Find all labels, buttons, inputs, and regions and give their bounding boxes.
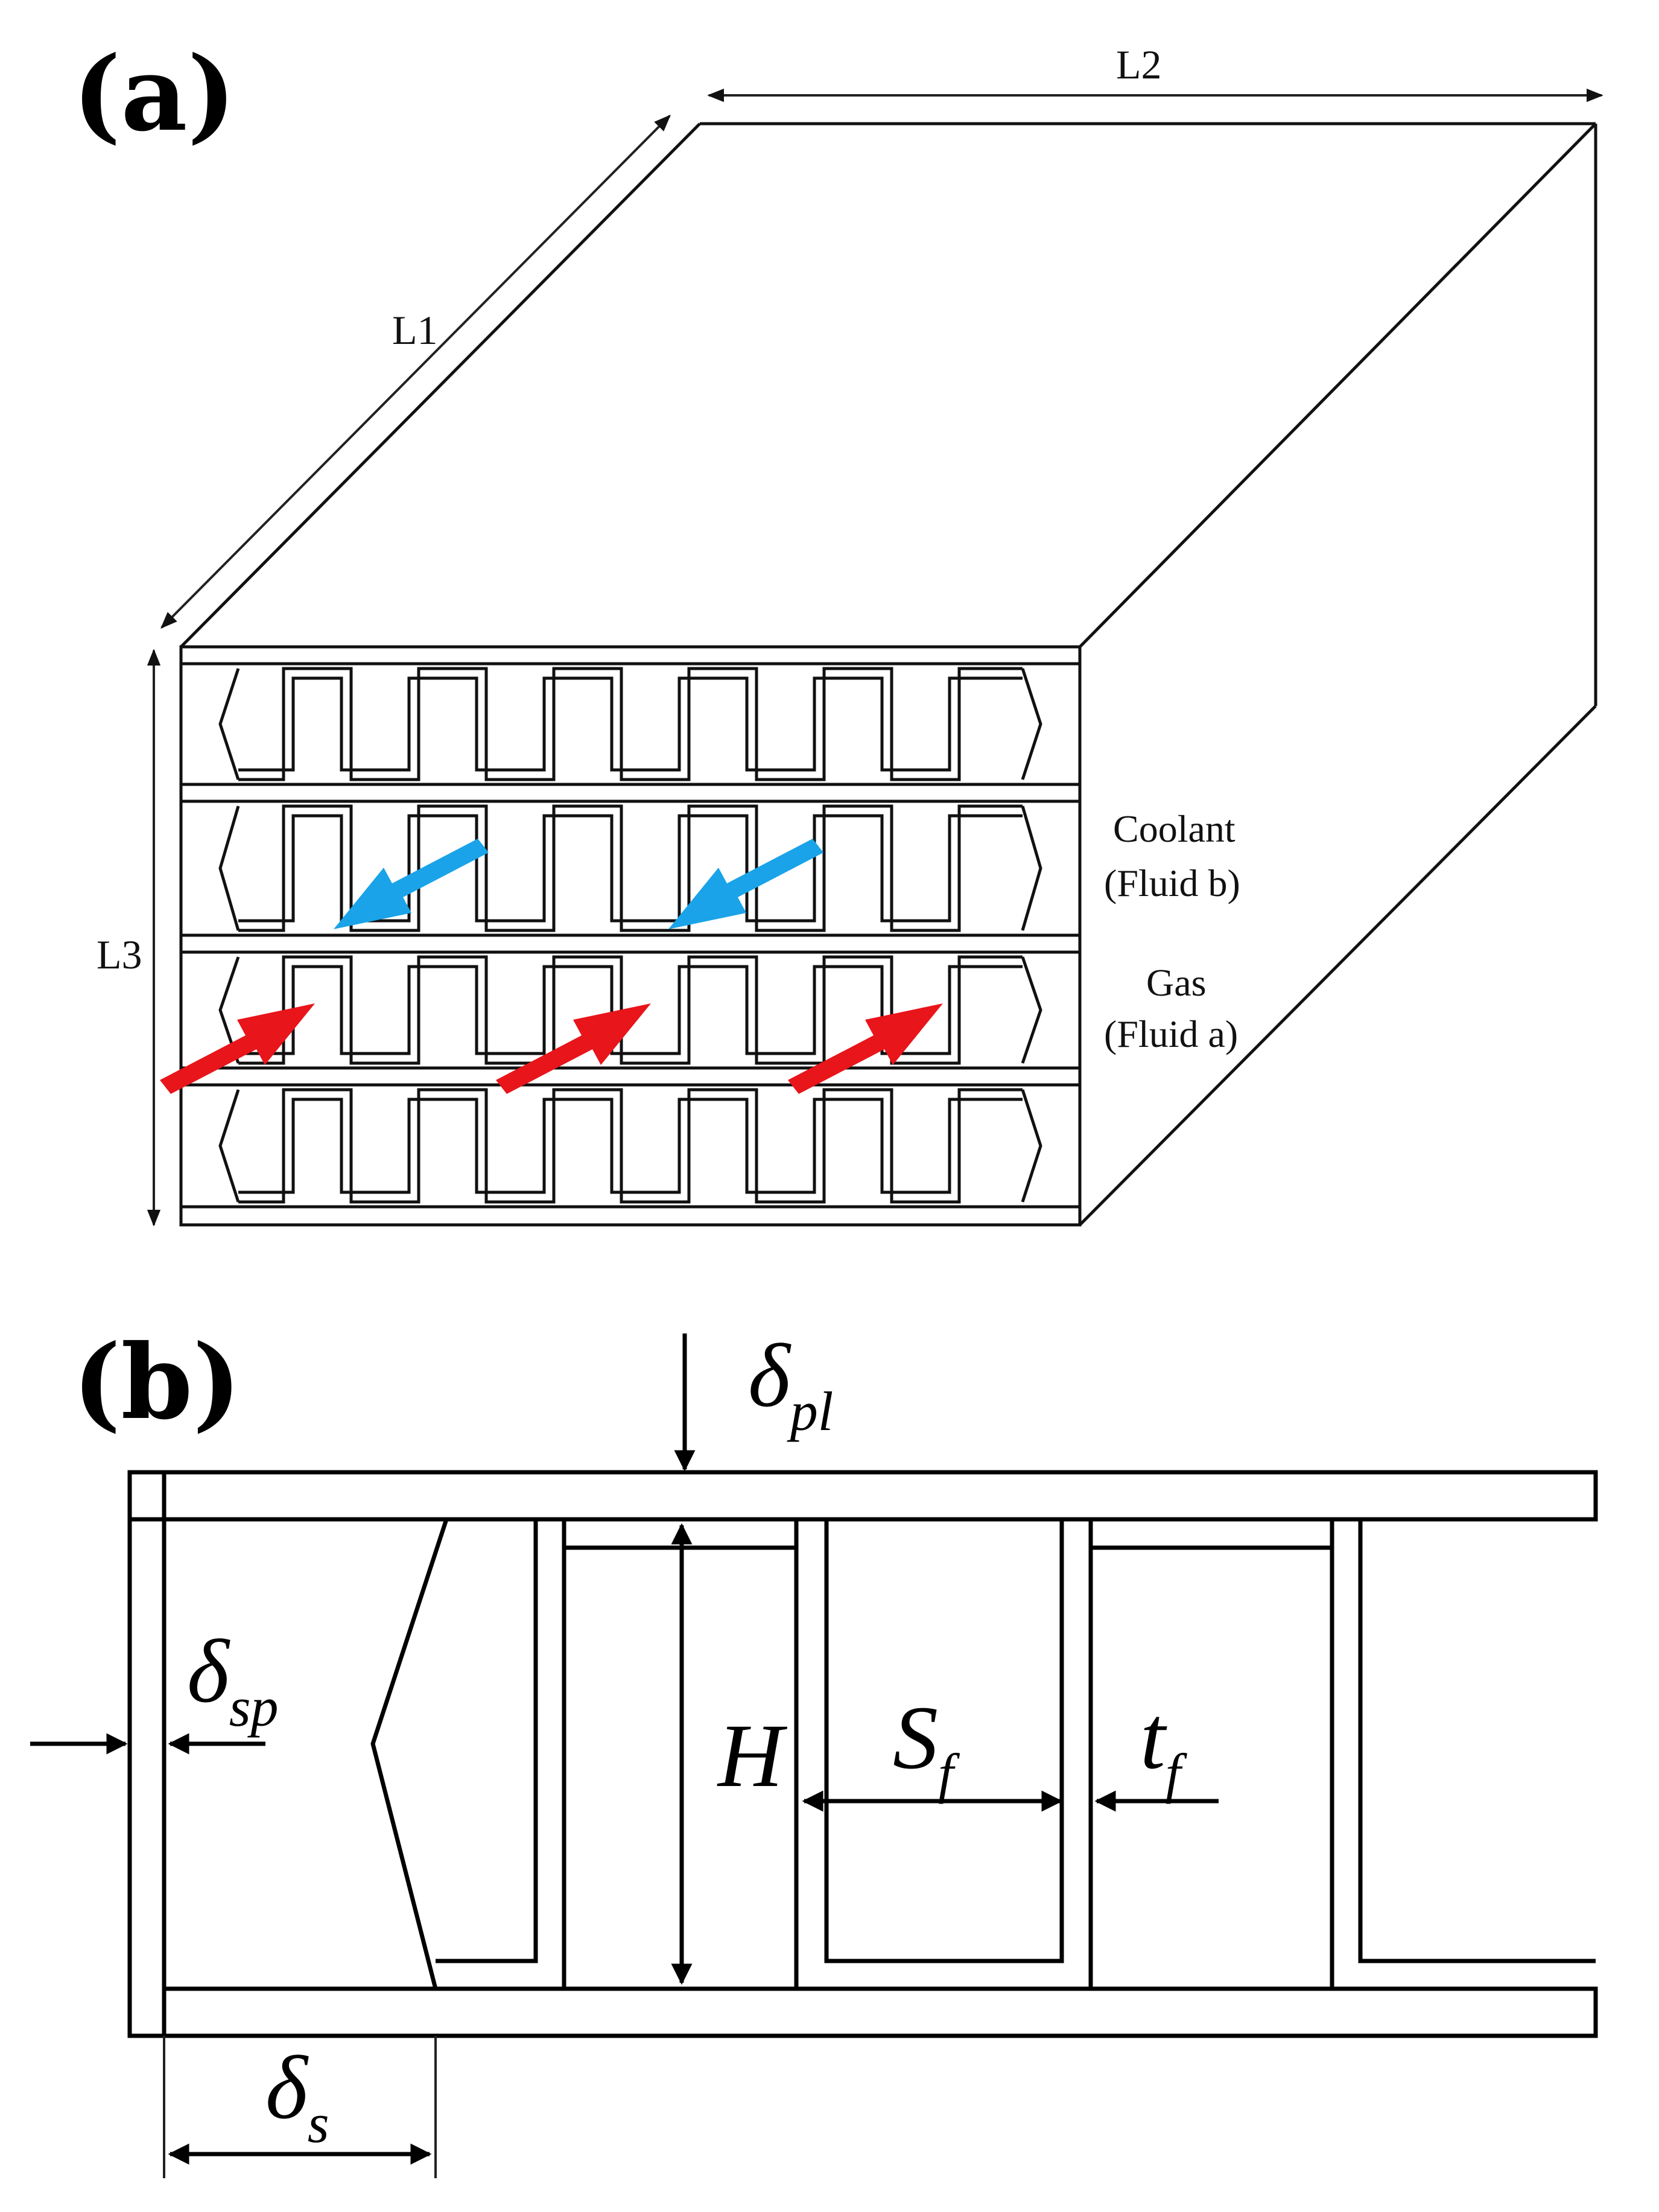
coolant-sublabel: (Fluid b) <box>1104 862 1240 904</box>
gas-sublabel: (Fluid a) <box>1104 1012 1238 1055</box>
coolant-label: Coolant <box>1113 807 1236 850</box>
gas-arrow <box>788 1003 943 1094</box>
plate <box>179 783 1082 803</box>
gas-arrow <box>496 1003 651 1094</box>
plate <box>179 933 1082 954</box>
side-plate <box>127 1470 167 2038</box>
coolant-arrow <box>668 839 823 929</box>
channel-cross-section <box>127 1470 1598 2038</box>
fin-height-label: H <box>717 1706 788 1806</box>
side-bar-chevron <box>218 1089 240 1203</box>
panel-a-label: (a) <box>72 34 236 154</box>
plate <box>179 645 1082 666</box>
fin-corrugation <box>238 667 1023 781</box>
fin-strip <box>1330 1517 1596 1989</box>
coolant-arrow <box>334 839 489 929</box>
side-bar-label: δs <box>265 2038 329 2154</box>
dimension-arrows <box>147 88 1603 1227</box>
side-bar-profile <box>370 1518 449 1989</box>
side-bar-chevron <box>1021 956 1042 1064</box>
l3-label: L3 <box>97 932 142 977</box>
cross-section-dimensions <box>30 1333 1219 2178</box>
l1-arrow <box>160 115 671 629</box>
fin-strip <box>1088 1545 1334 1989</box>
plate <box>179 1066 1082 1087</box>
top-left-edge <box>180 122 701 648</box>
side-bar-chevron <box>1021 668 1042 780</box>
fin-corrugation <box>238 1098 1023 1194</box>
top-right-edge <box>1079 122 1597 648</box>
side-bar-chevron <box>1021 1089 1042 1203</box>
top-plate <box>127 1470 1598 1522</box>
fin-spacing-label: Sf <box>893 1688 960 1804</box>
exchanger-box <box>179 122 1597 1227</box>
l2-label: L2 <box>1116 42 1162 87</box>
bottom-right-edge <box>1079 705 1597 1226</box>
side-bar-chevron <box>218 668 240 780</box>
coolant-flow-arrows <box>334 839 823 929</box>
fin-corrugation <box>238 1088 1023 1204</box>
bottom-plate <box>162 1986 1598 2038</box>
side-bar-chevron <box>218 806 240 931</box>
l1-label: L1 <box>392 307 438 353</box>
gas-flow-arrows <box>160 1003 943 1094</box>
panel-b-label: (b) <box>72 1322 241 1443</box>
gas-arrow <box>160 1003 315 1094</box>
fin-thickness-label: tf <box>1140 1688 1188 1804</box>
fin-corrugation <box>238 965 1023 1055</box>
plate-thickness-label: δpl <box>748 1326 833 1442</box>
fin-strip <box>436 1517 566 1989</box>
side-bar-chevron <box>1021 806 1042 931</box>
separator-plates <box>179 645 1082 1227</box>
fin-corrugation <box>238 676 1023 772</box>
plate <box>179 1205 1082 1227</box>
fin-strip <box>794 1517 1093 1989</box>
side-plate-thickness-label: δsp <box>187 1621 279 1738</box>
gas-label: Gas <box>1146 961 1207 1004</box>
fin-corrugation <box>238 814 1023 923</box>
